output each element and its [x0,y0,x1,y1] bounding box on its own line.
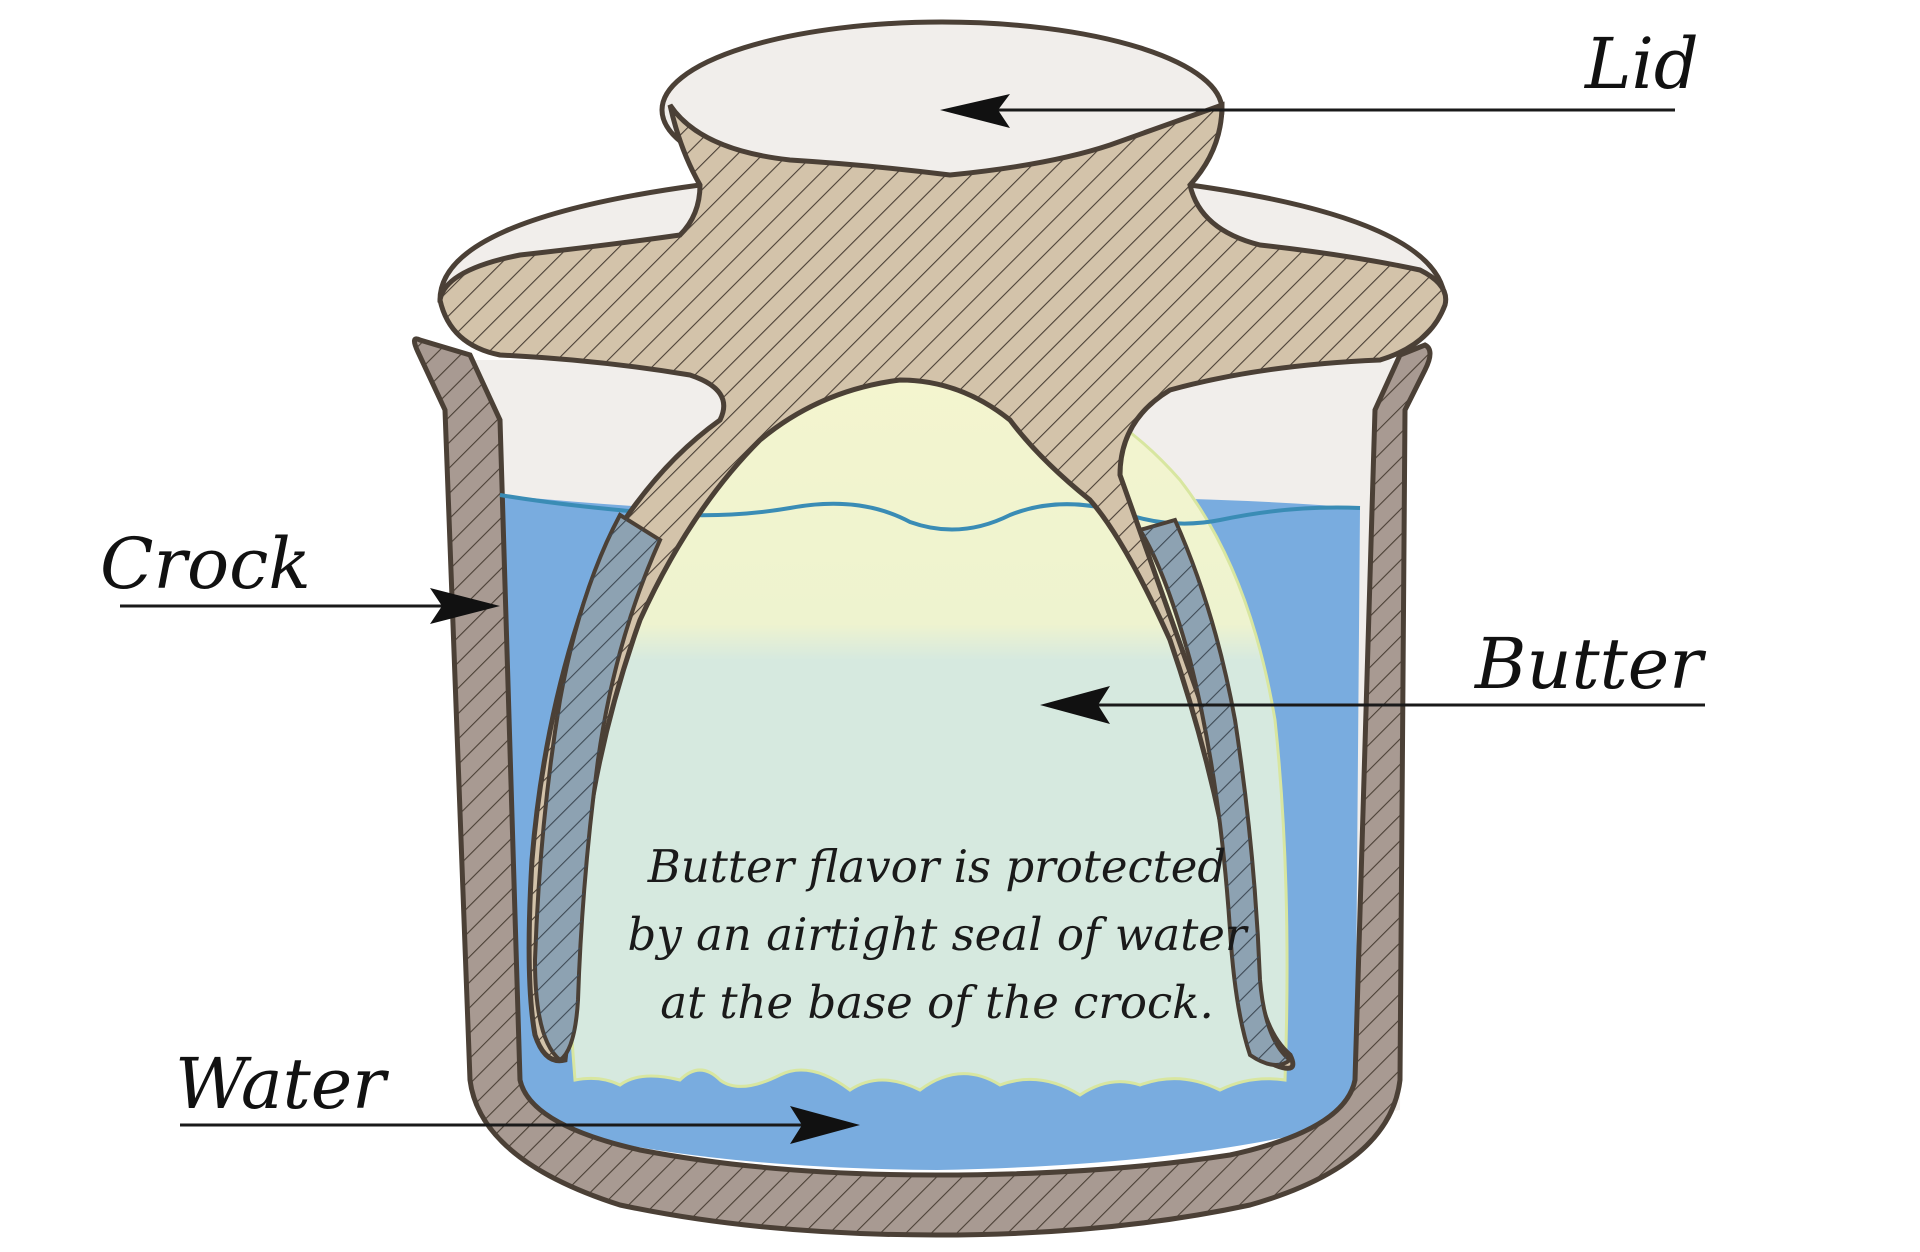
label-water: Water [175,1043,389,1125]
lid-leg-right-submerged-hatch [1140,520,1290,1065]
arrowhead-crock [430,588,500,624]
caption-line-1: Butter flavor is protected [647,840,1226,893]
arrowhead-water [790,1106,860,1144]
caption-line-3: at the base of the crock. [660,976,1214,1029]
crock-wall-hatch [414,338,1430,1235]
arrowhead-butter [1040,686,1110,724]
lid-leg-left-submerged-hatch [535,515,660,1060]
arrowhead-lid [940,94,1010,128]
label-crock: Crock [100,523,311,605]
caption-line-2: by an airtight seal of water [628,908,1249,961]
lid-section-hatch [440,105,1446,1069]
label-butter: Butter [1473,623,1706,705]
label-lid: Lid [1583,23,1699,105]
